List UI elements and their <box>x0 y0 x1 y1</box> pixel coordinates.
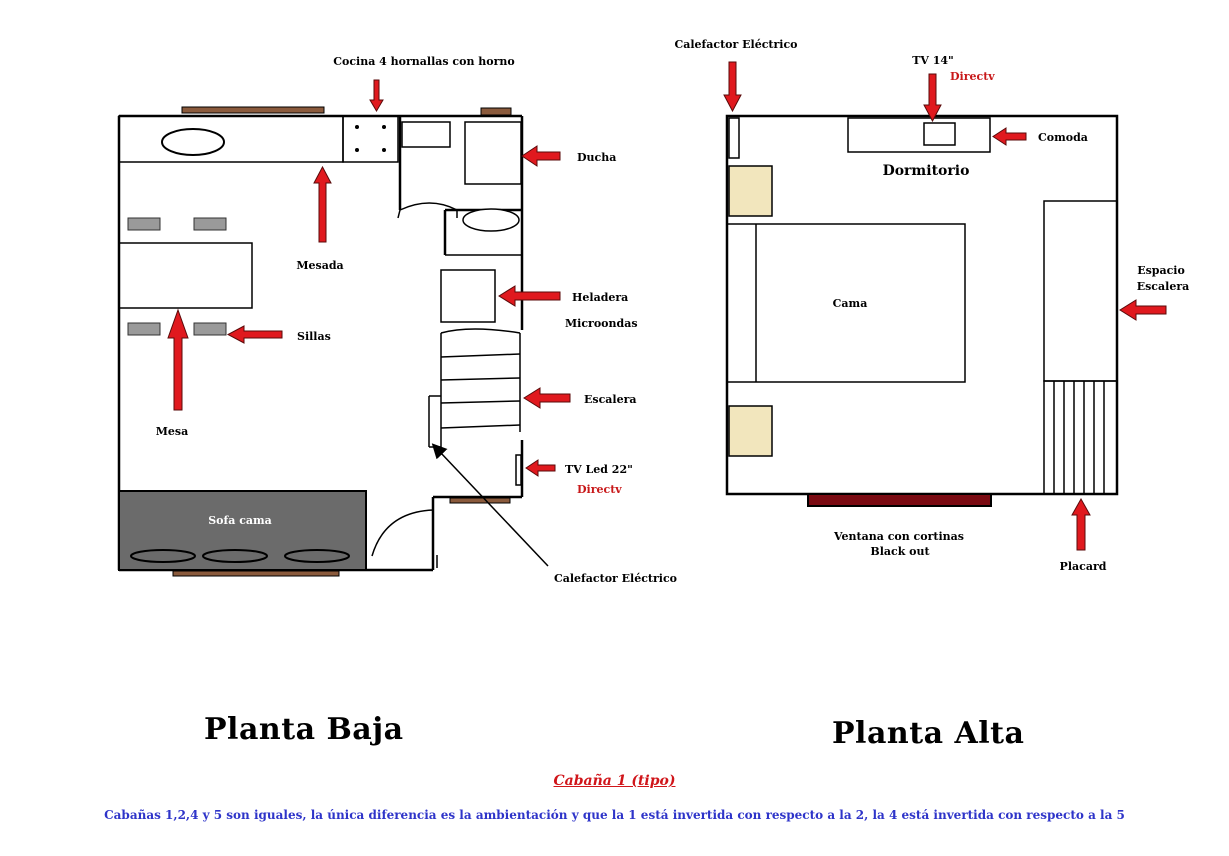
arrow-table <box>167 308 189 411</box>
arrow-fridge <box>498 285 561 307</box>
arrow-stair-space <box>1119 299 1167 321</box>
arrow-chairs <box>226 325 283 344</box>
label-bed: Cama <box>833 297 868 310</box>
arrow-tv-14 <box>923 73 942 123</box>
cushion-icon <box>284 549 350 563</box>
upper-floor-title: Planta Alta <box>832 716 1025 751</box>
label-window-line1: Ventana con cortinas <box>833 530 964 543</box>
arrow-tv-led <box>525 459 556 477</box>
cushion-icon <box>130 549 196 563</box>
toilet-icon <box>462 208 520 232</box>
label-stove: Cocina 4 hornallas con horno <box>333 55 515 68</box>
label-fridge: Heladera <box>572 291 628 304</box>
arrow-stairs <box>523 387 571 409</box>
chair-icon <box>127 322 161 336</box>
bath-sink-icon <box>401 121 451 148</box>
ground-floor-title: Planta Baja <box>204 712 404 747</box>
window-curtains-icon <box>807 493 992 507</box>
label-window-line2: Black out <box>870 545 930 558</box>
chair-icon <box>193 217 227 231</box>
ground-floor-plan: Sofa cama Cocina 4 hornallas con horno D… <box>117 55 677 585</box>
label-closet: Placard <box>1060 560 1107 573</box>
label-shower: Ducha <box>577 151 616 164</box>
arrow-shower <box>521 145 561 167</box>
window-bottom <box>172 570 340 577</box>
chair-icon <box>127 217 161 231</box>
arrow-stove <box>369 79 384 112</box>
label-tv-14: TV 14" <box>912 54 954 67</box>
footnote: Cabañas 1,2,4 y 5 son iguales, la única … <box>104 808 1125 822</box>
label-counter: Mesada <box>296 259 343 272</box>
window-bathroom <box>480 107 512 116</box>
label-bedroom: Dormitorio <box>883 163 970 179</box>
label-stairs: Escalera <box>584 393 637 406</box>
label-table: Mesa <box>156 425 189 438</box>
dining-table-icon <box>118 242 253 309</box>
nightstand-icon <box>728 165 773 217</box>
tv-led-icon <box>515 454 522 486</box>
bed-icon <box>726 223 966 383</box>
sink-icon <box>161 128 225 156</box>
label-tv-led-service: Directv <box>577 483 622 496</box>
label-stair-space-line2: Escalera <box>1137 280 1190 293</box>
label-dresser: Comoda <box>1038 131 1088 144</box>
window-top <box>181 106 325 114</box>
arrow-closet <box>1071 497 1091 551</box>
dresser-icon <box>847 117 991 153</box>
label-tv-led: TV Led 22" <box>565 463 633 476</box>
arrow-heater-upper <box>723 61 742 113</box>
label-heater-upper: Calefactor Eléctrico <box>674 38 797 51</box>
cabin-caption: Cabaña 1 (tipo) <box>553 773 676 789</box>
label-microwave: Microondas <box>565 317 638 330</box>
chair-icon <box>193 322 227 336</box>
entry-door-icon <box>371 497 434 557</box>
window-entry <box>449 497 511 504</box>
heater-icon <box>728 117 740 159</box>
cushion-icon <box>202 549 268 563</box>
stairs-icon <box>428 328 521 448</box>
closet-icon <box>1043 380 1118 495</box>
nightstand-icon <box>728 405 773 457</box>
tv-14-icon <box>923 122 956 146</box>
upper-floor-plan: Calefactor Eléctrico TV 14" Directv Como… <box>674 38 1189 573</box>
label-sofa: Sofa cama <box>208 514 272 527</box>
label-chairs: Sillas <box>297 330 331 343</box>
heater-pointer <box>431 443 549 567</box>
bathroom-door-icon <box>397 202 458 219</box>
arrow-dresser <box>992 127 1027 146</box>
stove-icon <box>342 115 399 163</box>
fridge-icon <box>440 269 496 323</box>
label-tv-14-service: Directv <box>950 70 995 83</box>
label-stair-space-line1: Espacio <box>1137 264 1185 277</box>
label-heater-ground: Calefactor Eléctrico <box>554 572 677 585</box>
stair-space-icon <box>1043 200 1118 382</box>
shower-icon <box>464 121 522 185</box>
arrow-counter <box>313 165 332 243</box>
